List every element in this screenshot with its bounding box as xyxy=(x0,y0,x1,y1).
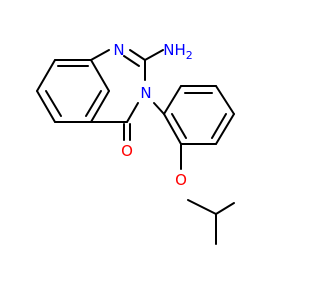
bond xyxy=(163,85,182,115)
nh2-subscript: 2 xyxy=(186,49,193,62)
bond xyxy=(90,59,110,92)
atom-o-carbonyl: O xyxy=(121,142,133,160)
bond xyxy=(187,199,217,215)
nh2-label: NH xyxy=(163,41,186,59)
structure-canvas: N NH2 N O O xyxy=(36,41,235,245)
bond xyxy=(90,49,110,61)
bond xyxy=(215,202,235,215)
bond xyxy=(171,113,187,139)
bond xyxy=(90,90,110,123)
atom-n-mid: N xyxy=(140,84,151,102)
bond xyxy=(153,102,165,115)
bond xyxy=(211,113,227,139)
bond xyxy=(126,102,139,123)
bonds xyxy=(36,49,235,245)
bond xyxy=(129,49,146,61)
bond xyxy=(144,49,164,61)
bond xyxy=(36,59,56,92)
atom-labels: N NH2 N O O xyxy=(113,41,192,189)
bond xyxy=(85,90,102,117)
atom-o-ether: O xyxy=(175,171,187,189)
atom-n-top: N xyxy=(113,41,124,59)
bond xyxy=(36,90,56,123)
bond xyxy=(215,85,235,115)
atom-nh2: NH2 xyxy=(163,41,193,62)
bond xyxy=(123,55,140,67)
bond xyxy=(163,113,182,145)
molecule-structure: N NH2 N O O xyxy=(36,41,235,245)
bond xyxy=(215,113,235,145)
bond xyxy=(45,90,62,117)
